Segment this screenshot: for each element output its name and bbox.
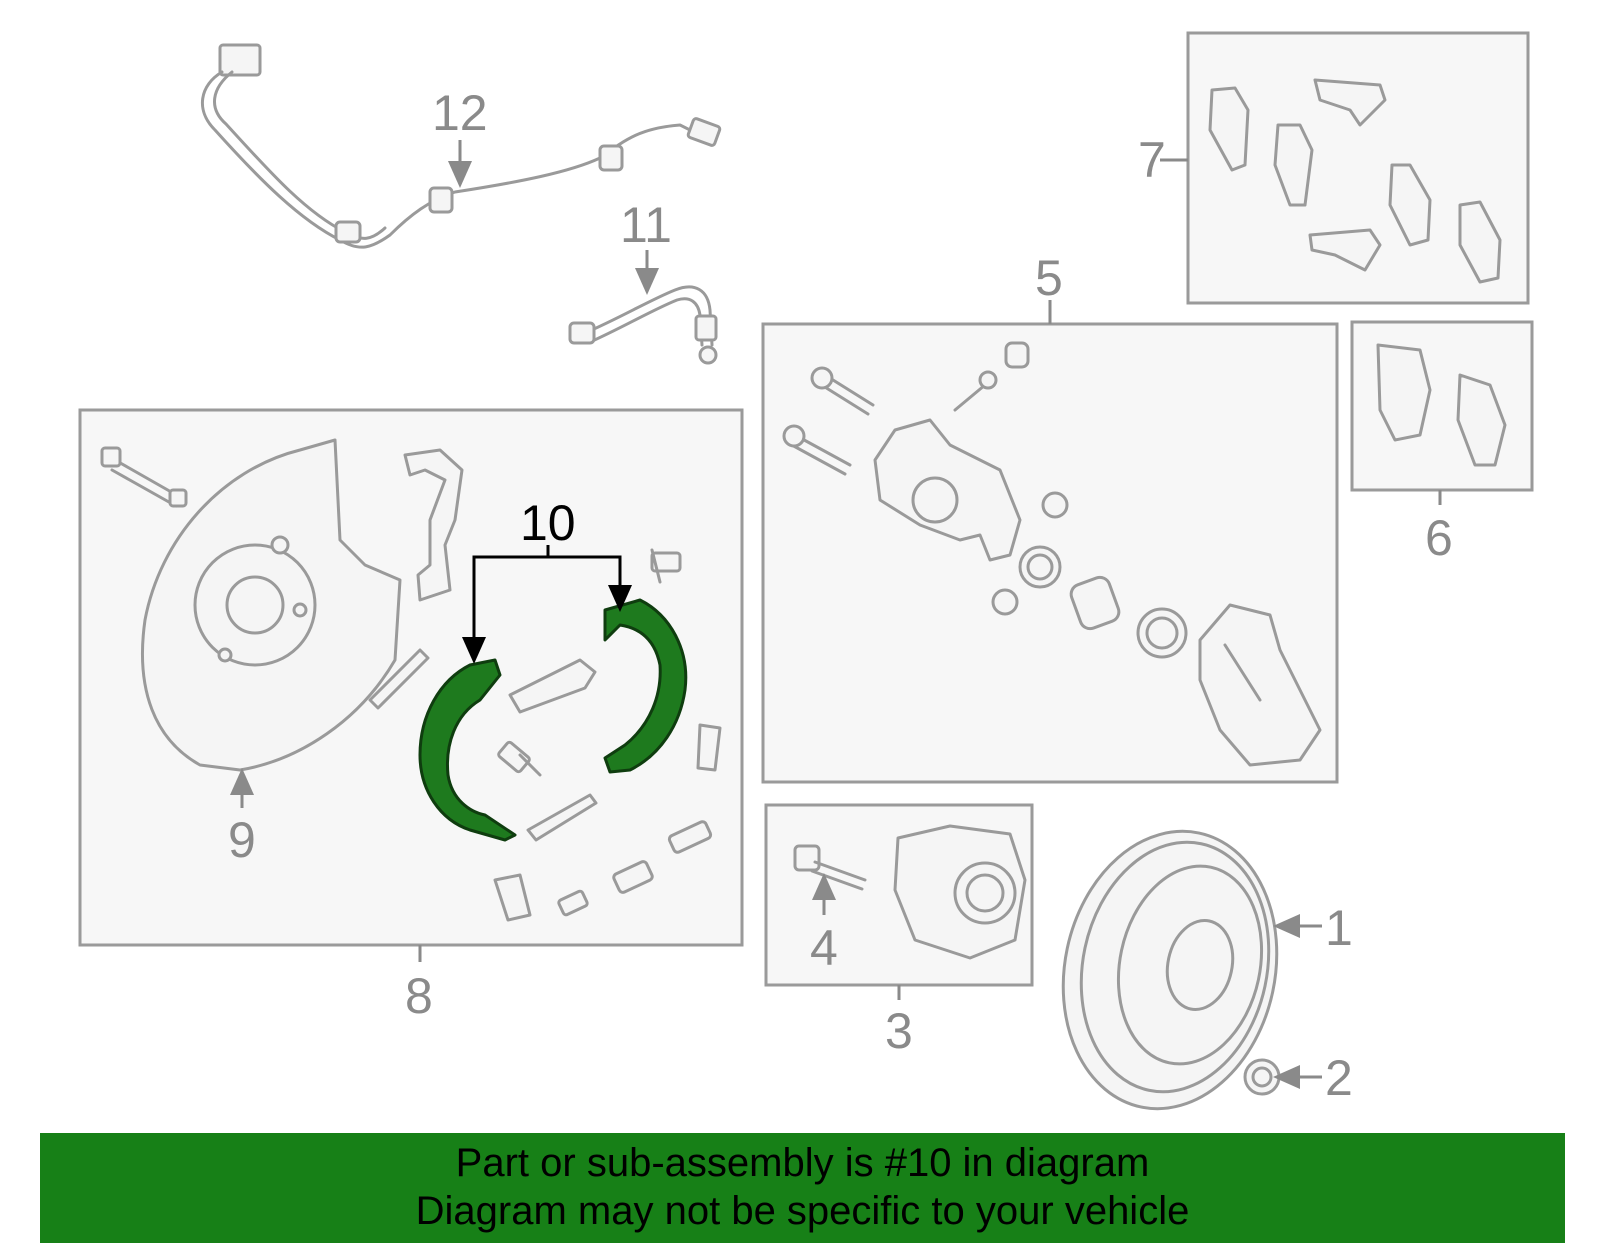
- rotor-screw-part: [1243, 1058, 1281, 1096]
- parking-brake-shoe-left: [418, 658, 517, 842]
- callout-9: 9: [228, 812, 256, 868]
- banner-line-2: Diagram may not be specific to your vehi…: [415, 1189, 1190, 1233]
- callout-4: 4: [810, 920, 838, 976]
- brake-parts-diagram: 1 2 3 4 5 6 7 8 9 10 11 12: [78, 31, 1534, 1111]
- shield-bolt-part: [100, 446, 188, 508]
- abs-sensor-cable-part: [200, 43, 722, 249]
- callout-2: 2: [1325, 1050, 1353, 1106]
- callout-6: 6: [1425, 510, 1453, 566]
- callout-10: 10: [520, 495, 576, 551]
- pad-hardware-kit-part: [1208, 78, 1502, 284]
- info-banner: Part or sub-assembly is #10 in diagram D…: [40, 1133, 1565, 1243]
- brake-pads-part: [1376, 343, 1507, 467]
- callout-12: 12: [432, 85, 488, 141]
- banner-line-1: Part or sub-assembly is #10 in diagram: [455, 1141, 1150, 1185]
- callout-8: 8: [405, 968, 433, 1024]
- caliper-part: [782, 341, 1322, 767]
- callout-3: 3: [885, 1003, 913, 1059]
- brake-hardware-parts: [368, 448, 722, 922]
- callout-5: 5: [1035, 250, 1063, 306]
- callout-1: 1: [1325, 900, 1353, 956]
- callout-7: 7: [1138, 132, 1166, 188]
- callout-11: 11: [620, 197, 672, 253]
- parking-brake-shoe-right: [603, 598, 688, 774]
- brake-hose-part: [568, 285, 718, 365]
- hub-bearing-part: [893, 824, 1027, 960]
- brake-rotor-part: [1061, 829, 1279, 1111]
- dust-shield-part: [141, 438, 402, 772]
